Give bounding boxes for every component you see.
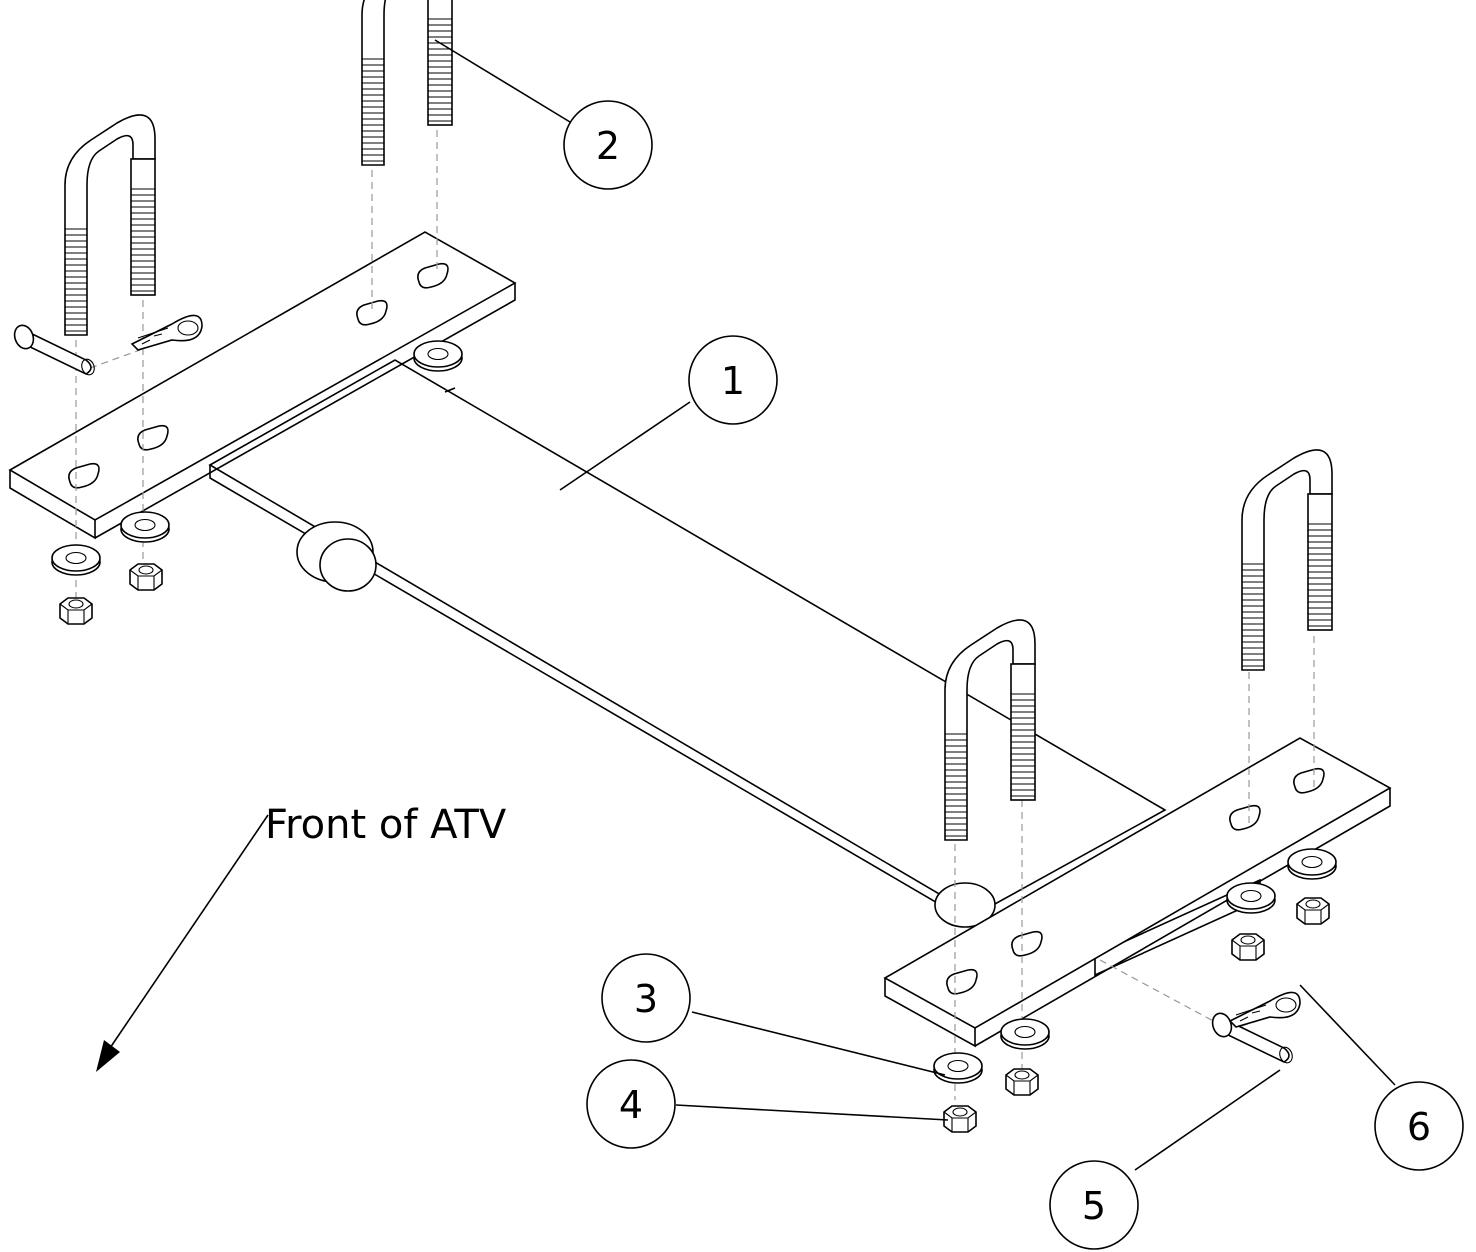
callout-5-label: 5 — [1082, 1184, 1106, 1228]
u-bolt-front-right — [1241, 449, 1333, 671]
callout-6: 6 — [1374, 1081, 1464, 1171]
callout-4-label: 4 — [619, 1083, 643, 1127]
callout-6-label: 6 — [1407, 1105, 1431, 1149]
u-bolt-rear-left — [64, 114, 156, 336]
callout-3: 3 — [601, 953, 691, 1043]
callout-4: 4 — [586, 1059, 676, 1149]
cotter-clip-right — [1229, 991, 1301, 1028]
front-of-atv-label: Front of ATV — [265, 802, 507, 848]
front-direction-arrow — [96, 814, 269, 1072]
callout-2-label: 2 — [596, 124, 620, 168]
leader-lines — [434, 39, 1396, 1171]
callout-1-label: 1 — [721, 359, 745, 403]
callout-1: 1 — [688, 335, 778, 425]
callout-5: 5 — [1049, 1160, 1139, 1250]
main-plate-left — [8, 231, 517, 540]
callout-2: 2 — [563, 100, 653, 190]
cotter-clip-left — [131, 314, 203, 351]
callout-3-label: 3 — [634, 977, 658, 1021]
main-plate-right — [883, 737, 1392, 1048]
u-bolt-rear-right — [361, 0, 453, 166]
crossbar — [208, 359, 1261, 977]
